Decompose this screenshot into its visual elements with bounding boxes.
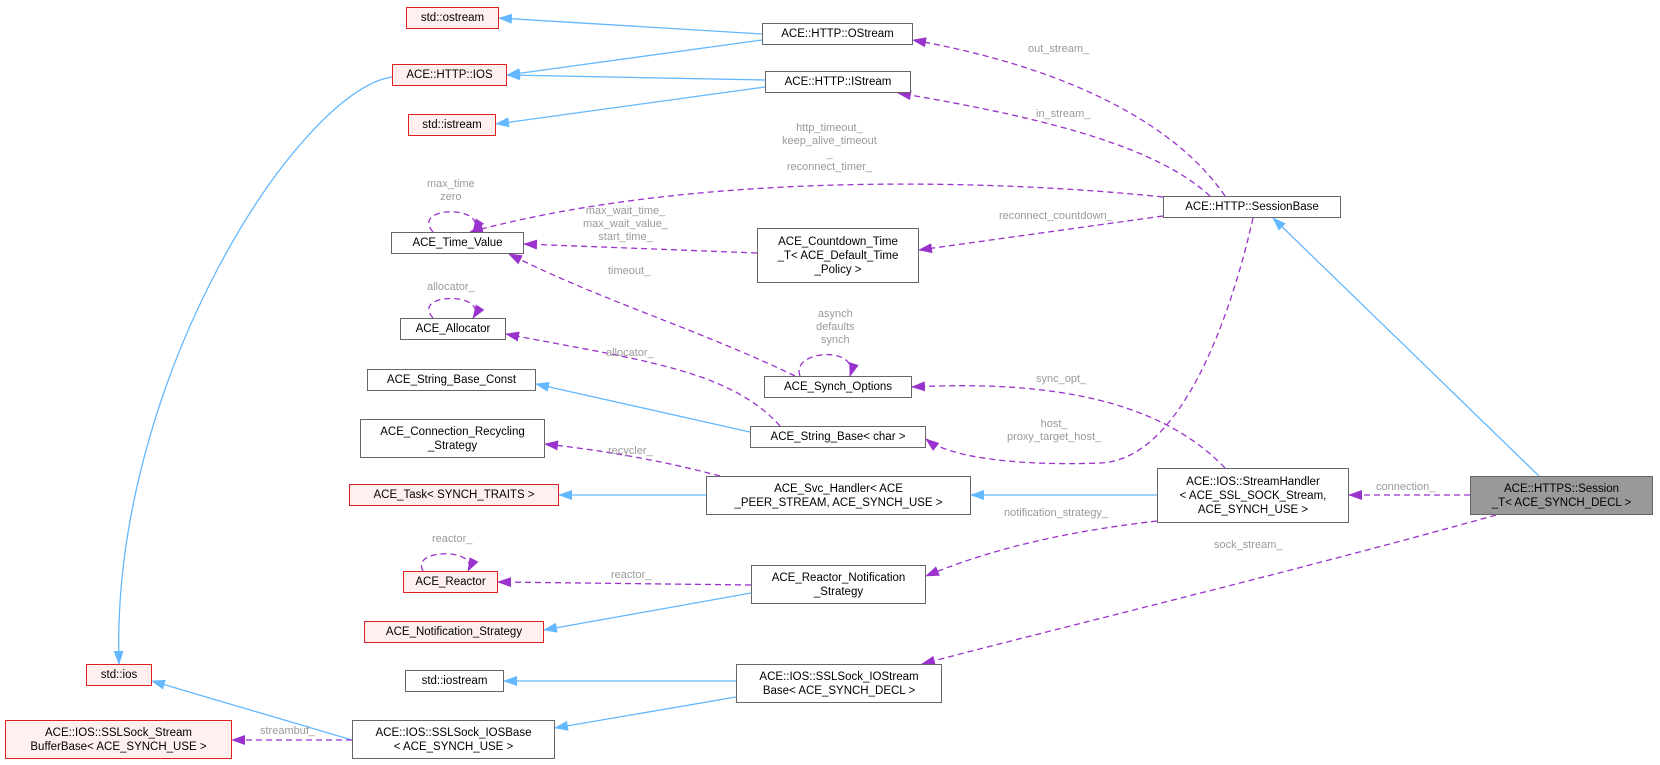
node-synch-options[interactable]: ACE_Synch_Options — [764, 376, 912, 398]
edge-label-timers: http_timeout_ keep_alive_timeout _ recon… — [782, 122, 877, 173]
edge-use-countdown-wait — [523, 239, 758, 254]
node-session-base[interactable]: ACE::HTTP::SessionBase — [1163, 196, 1341, 218]
node-std-istream[interactable]: std::istream — [408, 114, 496, 136]
edge-inherit-reactor-notif-to-notif — [543, 592, 752, 633]
edge-inherit-iosbase-to-std-ios — [151, 679, 353, 741]
node-countdown-time[interactable]: ACE_Countdown_Time _T< ACE_Default_Time … — [757, 228, 919, 283]
edge-inherit-istream-to-http-ios — [506, 70, 766, 81]
edge-use-svc-handler-recycler — [544, 440, 721, 477]
edge-label-allocator: allocator_ — [606, 347, 654, 359]
edge-label-sock-stream: sock_stream_ — [1214, 539, 1283, 551]
edge-use-time-value-self — [428, 211, 485, 233]
node-allocator[interactable]: ACE_Allocator — [400, 318, 506, 340]
node-sslsock-iosbase[interactable]: ACE::IOS::SSLSock_IOSBase < ACE_SYNCH_US… — [352, 720, 555, 759]
edge-label-synch-options-self: asynch defaults synch — [816, 308, 855, 346]
edge-use-https-session-sock-stream — [921, 514, 1497, 666]
node-notification-strategy[interactable]: ACE_Notification_Strategy — [364, 621, 544, 643]
edge-label-host: host_ proxy_target_host_ — [1007, 418, 1102, 443]
edge-label-timeout: timeout_ — [608, 265, 651, 277]
node-reactor[interactable]: ACE_Reactor — [403, 571, 498, 593]
edge-use-reactor-self — [420, 553, 479, 572]
edge-label-reactor: reactor_ — [611, 569, 652, 581]
edge-inherit-ostream-to-std-ostream — [498, 13, 763, 35]
node-time-value[interactable]: ACE_Time_Value — [391, 232, 524, 254]
edge-label-reconnect-countdown: reconnect_countdown_ — [999, 210, 1113, 222]
edge-use-stream-handler-sync-opt — [911, 381, 1226, 469]
edge-use-session-base-timers — [469, 183, 1164, 234]
edge-inherit-https-session-to-session-base — [1272, 217, 1540, 477]
node-sslsock-iostream-base[interactable]: ACE::IOS::SSLSock_IOStream Base< ACE_SYN… — [736, 664, 942, 703]
node-connection-recycling[interactable]: ACE_Connection_Recycling _Strategy — [360, 419, 545, 458]
edge-label-sync-opt: sync_opt_ — [1036, 373, 1087, 385]
node-stream-handler[interactable]: ACE::IOS::StreamHandler < ACE_SSL_SOCK_S… — [1157, 468, 1349, 523]
node-std-ostream[interactable]: std::ostream — [406, 7, 499, 29]
edge-label-reactor-self: reactor_ — [432, 533, 473, 545]
node-reactor-notification[interactable]: ACE_Reactor_Notification _Strategy — [751, 565, 926, 604]
edge-use-synch-options-self — [798, 353, 859, 377]
node-task[interactable]: ACE_Task< SYNCH_TRAITS > — [349, 484, 559, 506]
node-string-base-const[interactable]: ACE_String_Base_Const — [367, 369, 536, 391]
edge-label-notification-strategy: notification_strategy_ — [1004, 507, 1108, 519]
edge-use-stream-handler-notification — [925, 520, 1158, 577]
edge-inherit-ssl-iostream-to-iosbase — [554, 696, 737, 731]
edge-inherit-http-ios-to-std-ios — [113, 76, 393, 665]
node-http-istream[interactable]: ACE::HTTP::IStream — [765, 71, 911, 93]
edge-label-time-value-self: max_time zero — [427, 178, 475, 203]
node-string-base[interactable]: ACE_String_Base< char > — [750, 426, 926, 448]
node-sslsock-stream-buffer-base[interactable]: ACE::IOS::SSLSock_Stream BufferBase< ACE… — [5, 720, 232, 759]
node-svc-handler[interactable]: ACE_Svc_Handler< ACE _PEER_STREAM, ACE_S… — [706, 476, 971, 515]
edge-inherit-istream-to-std-istream — [495, 86, 766, 128]
edge-label-connection: connection_ — [1376, 481, 1436, 493]
edge-inherit-string-base-to-const — [535, 381, 751, 433]
node-std-iostream[interactable]: std::iostream — [405, 670, 504, 692]
edge-use-session-base-in-stream — [897, 90, 1211, 197]
edge-label-recycler: recycler_ — [608, 445, 653, 457]
edge-use-reactor-notif-reactor — [497, 577, 752, 588]
edge-use-synch-options-timeout — [508, 253, 796, 377]
edge-label-out-stream: out_stream_ — [1028, 43, 1090, 55]
edge-label-streambuf: streambuf_ — [260, 725, 316, 737]
node-http-ios[interactable]: ACE::HTTP::IOS — [392, 64, 507, 86]
node-https-session[interactable]: ACE::HTTPS::Session _T< ACE_SYNCH_DECL > — [1470, 476, 1653, 515]
edge-label-in-stream: in_stream_ — [1036, 108, 1091, 120]
edge-use-session-base-out-stream — [912, 37, 1226, 197]
edge-inherit-ostream-to-http-ios — [506, 39, 763, 79]
node-std-ios[interactable]: std::ios — [86, 664, 152, 686]
edge-label-wait-times: max_wait_time_ max_wait_value_ start_tim… — [583, 205, 668, 243]
edge-use-session-base-host — [925, 217, 1254, 465]
edge-label-allocator-self: allocator_ — [427, 281, 475, 293]
node-http-ostream[interactable]: ACE::HTTP::OStream — [762, 23, 913, 45]
edge-use-string-base-allocator — [505, 331, 781, 427]
edge-use-allocator-self — [428, 297, 485, 319]
edge-use-session-base-countdown — [918, 215, 1164, 254]
